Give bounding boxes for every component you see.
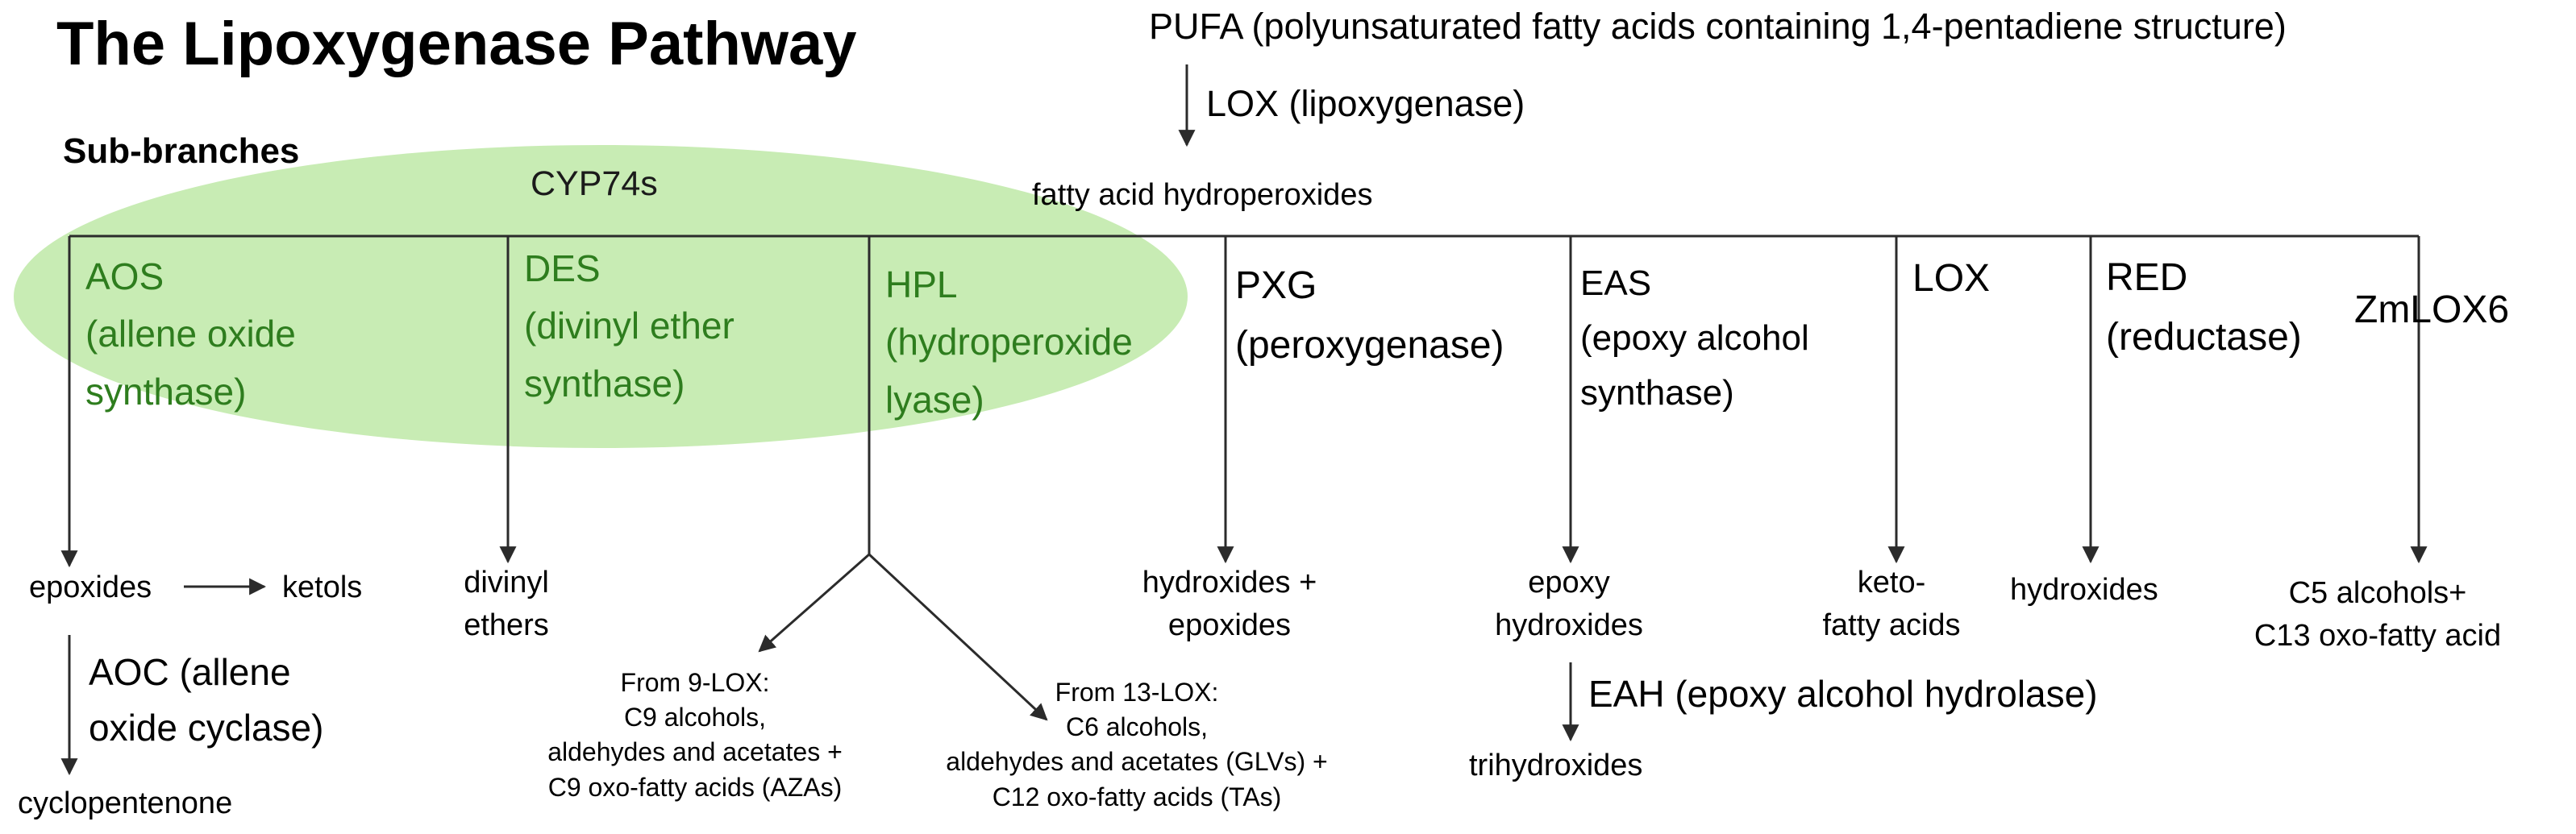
- zmlox6-label: ZmLOX6: [2354, 288, 2510, 331]
- aoc-line2: oxide cyclase): [89, 707, 324, 749]
- keto-line2: fatty acids: [1822, 608, 1961, 643]
- aos-line1: AOS: [85, 255, 164, 297]
- pxg-label: PXG (peroxygenase): [1235, 256, 1504, 376]
- des-line2: (divinyl ether: [524, 305, 735, 347]
- ketols-product: ketols: [282, 571, 363, 604]
- divinyl-line1: divinyl: [464, 566, 549, 600]
- epoxy-hydroxides-product: epoxy hydroxides: [1495, 562, 1643, 647]
- keto-fatty-acids-product: keto- fatty acids: [1822, 562, 1960, 647]
- lox9-line3: aldehydes and acetates +: [547, 737, 843, 767]
- eas-line3: synthase): [1580, 373, 1734, 413]
- cyp74s-ellipse: [14, 145, 1188, 448]
- aos-line2: (allene oxide: [85, 313, 296, 355]
- aos-label: AOS (allene oxide synthase): [85, 248, 296, 421]
- c5-line2: C13 oxo-fatty acid: [2253, 619, 2502, 654]
- divinyl-ethers-product: divinyl ethers: [464, 562, 549, 647]
- c5-alcohols-product: C5 alcohols+ C13 oxo-fatty acid: [2254, 572, 2501, 658]
- lox-branch-label: LOX: [1912, 257, 1991, 300]
- hydrox-line2: epoxides: [1167, 608, 1292, 643]
- red-line1: RED: [2106, 256, 2188, 299]
- hpl-to-9lox-arrow: [758, 553, 870, 653]
- lox13-line2: C6 alcohols,: [1065, 712, 1209, 742]
- eah-label: EAH (epoxy alcohol hydrolase): [1588, 673, 2098, 715]
- trihydroxides-product: trihydroxides: [1469, 749, 1643, 782]
- keto-line1: keto-: [1857, 566, 1926, 600]
- lox9-line1: From 9-LOX:: [620, 668, 770, 697]
- lox-top-label: LOX (lipoxygenase): [1206, 83, 1525, 124]
- epoxy-line2: hydroxides: [1495, 608, 1643, 643]
- hpl-to-13lox-arrow: [868, 553, 1048, 721]
- hydroxides-product: hydroxides: [2010, 573, 2158, 607]
- divinyl-line2: ethers: [464, 608, 549, 643]
- lox13-line4: C12 oxo-fatty acids (TAs): [992, 782, 1282, 811]
- hydroperoxides-label: fatty acid hydroperoxides: [1032, 178, 1373, 212]
- lox9-line4: C9 oxo-fatty acids (AZAs): [547, 772, 843, 802]
- pxg-line1: PXG: [1235, 264, 1317, 307]
- hpl-line2: (hydroperoxide: [885, 321, 1133, 363]
- hpl-label: HPL (hydroperoxide lyase): [885, 256, 1133, 429]
- epoxy-line1: epoxy: [1528, 566, 1610, 600]
- c5-line1: C5 alcohols+: [2288, 576, 2467, 610]
- page-title: The Lipoxygenase Pathway: [56, 10, 857, 78]
- red-label: RED (reductase): [2106, 248, 2302, 368]
- eas-line2: (epoxy alcohol: [1580, 318, 1809, 359]
- from-9-lox-product: From 9-LOX: C9 alcohols, aldehydes and a…: [547, 666, 843, 805]
- pufa-label: PUFA (polyunsaturated fatty acids contai…: [1149, 6, 2287, 47]
- aoc-line1: AOC (allene: [89, 651, 291, 693]
- pxg-line2: (peroxygenase): [1235, 324, 1504, 367]
- eas-line1: EAS: [1580, 263, 1652, 303]
- aoc-label: AOC (allene oxide cyclase): [89, 645, 323, 756]
- des-line1: DES: [524, 247, 601, 289]
- aos-line3: synthase): [85, 370, 247, 413]
- lox13-line3: aldehydes and acetates (GLVs) +: [946, 747, 1328, 777]
- lox9-line2: C9 alcohols,: [623, 703, 767, 732]
- epoxides-product: epoxides: [29, 571, 152, 604]
- des-label: DES (divinyl ether synthase): [524, 240, 735, 413]
- cyp74s-label: CYP74s: [531, 164, 658, 203]
- lox13-line1: From 13-LOX:: [1055, 678, 1219, 707]
- hpl-line3: lyase): [885, 378, 984, 421]
- subtitle: Sub-branches: [63, 131, 300, 171]
- eas-label: EAS (epoxy alcohol synthase): [1580, 256, 1809, 421]
- hydroxides-epoxides-product: hydroxides + epoxides: [1142, 562, 1317, 647]
- red-line2: (reductase): [2106, 316, 2302, 359]
- hydrox-line1: hydroxides +: [1142, 566, 1317, 600]
- from-13-lox-product: From 13-LOX: C6 alcohols, aldehydes and …: [946, 675, 1327, 815]
- hpl-line1: HPL: [885, 263, 958, 305]
- cyclopentenone-product: cyclopentenone: [18, 786, 233, 820]
- des-line3: synthase): [524, 362, 685, 405]
